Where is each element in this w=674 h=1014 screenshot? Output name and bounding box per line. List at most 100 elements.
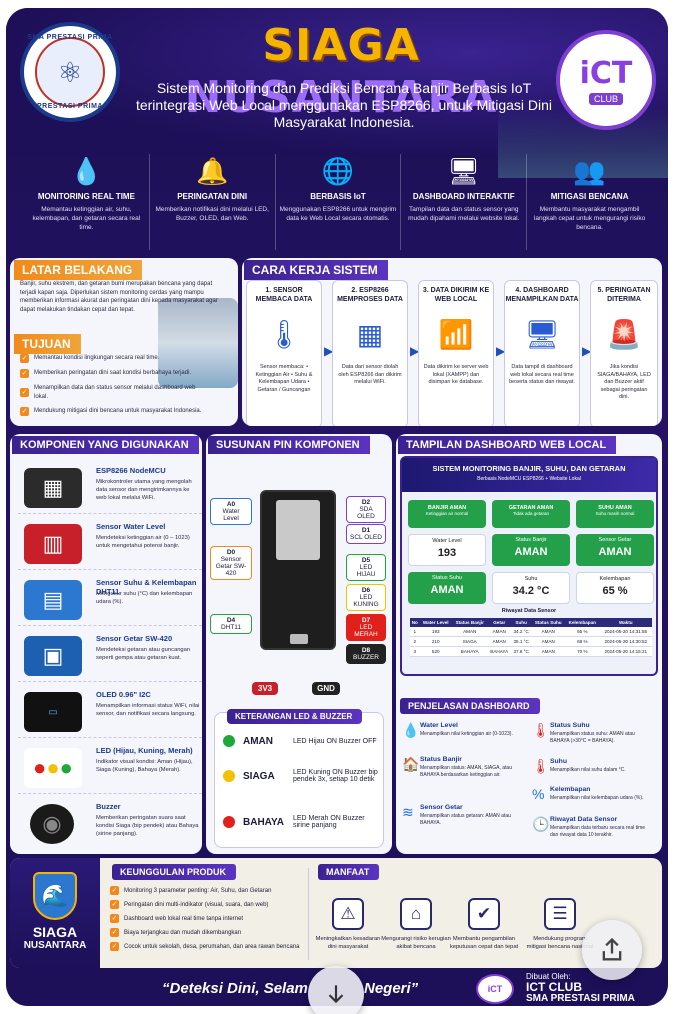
table-cell: 1 (410, 627, 420, 637)
water-level-sensor-icon: ▥ (24, 524, 82, 564)
expl-desc: Menampilkan nilai kelembapan udara (%). (550, 795, 644, 801)
step-title: 5. PERINGATAN DITERIMA (597, 287, 651, 303)
table-cell: SIAGA (451, 636, 488, 647)
step-card: 3. DATA DIKIRIM KE WEB LOCAL 📶 Data diki… (418, 280, 494, 426)
table-cell: 2024-05-20 14:30:52 (599, 636, 652, 647)
pin-function: DHT11 (220, 624, 242, 631)
check-icon: ✓ (110, 914, 119, 923)
table-cell: 65 % (565, 627, 600, 637)
header: SMA PRESTASI PRIMA ⚛ PRESTASI PRIMA SIAG… (6, 8, 668, 178)
footer-quote-left: “Deteksi Dini, Selam (162, 980, 308, 997)
pin-function: Water Level (222, 508, 240, 522)
water-drop-icon: 💧 (70, 156, 103, 186)
table-cell: 2 (410, 636, 420, 647)
history-title: Riwayat Data Sensor (501, 608, 557, 614)
check-icon: ✓ (20, 407, 29, 416)
oled-display-icon: ▭ (24, 692, 82, 732)
arrow-right-icon: ▶ (410, 344, 420, 358)
component-item: ▤ Sensor Suhu & Kelembapan DHT11 Menguku… (18, 574, 202, 626)
legend-state: AMAN (243, 735, 273, 747)
bell-icon: 🔔 (196, 156, 229, 186)
vibration-sensor-icon: ▣ (24, 636, 82, 676)
feature-item: 🌐 BERBASIS IoT Menggunakan ESP8266 untuk… (276, 154, 402, 250)
feature-item: 👥 MITIGASI BENCANA Membantu masyarakat m… (527, 154, 652, 250)
pin-function: BUZZER (353, 654, 379, 661)
siren-led-icon: 🚨 (606, 319, 642, 350)
step-title: 3. DATA DIKIRIM KE WEB LOCAL (422, 287, 490, 303)
feature-desc: Menggunakan ESP8266 untuk mengirim data … (279, 206, 397, 222)
scroll-down-button[interactable] (308, 966, 364, 1014)
table-cell: AMAN (487, 636, 511, 647)
table-cell: 2024-05-20 14:15:21 (599, 646, 652, 657)
led-legend-heading: KETERANGAN LED & BUZZER (227, 709, 363, 724)
dashboard-app-subtitle: Berbasis NodeMCU ESP8266 + Website Lokal (477, 476, 581, 482)
table-header-cell: Kelembapan (565, 618, 600, 627)
ict-logo-text: iCT (579, 55, 633, 91)
feature-title: MITIGASI BENCANA (550, 192, 629, 201)
made-by-org: ICT CLUB (526, 980, 582, 994)
list-item: ✓Memberikan peringatan dini saat kondisi… (20, 369, 210, 378)
divider (308, 868, 309, 960)
table-cell: 34.2 °C (510, 627, 532, 637)
component-name: Sensor Suhu & Kelembapan DHT11 (96, 578, 197, 596)
legend-row: BAHAYA LED Merah ON Buzzer sirine panjan… (223, 815, 383, 829)
green-dot-icon (223, 735, 235, 747)
dashboard-monitor-icon: 🖥 (524, 319, 560, 350)
value-tile-label: Suhu (524, 576, 538, 582)
table-cell: AMAN (487, 627, 511, 637)
page-title: SIAGA NUSANTARA (126, 20, 556, 124)
table-cell: 70 % (565, 646, 600, 657)
shield-icon: 🌊 (33, 872, 77, 920)
table-header-cell: No (410, 618, 420, 627)
pin-function: LED KUNING (353, 594, 379, 608)
list-item: ✓Peringatan dini multi-indikator (visual… (110, 900, 310, 909)
poster: SMA PRESTASI PRIMA ⚛ PRESTASI PRIMA SIAG… (6, 8, 668, 1006)
step-desc: Jika kondisi SIAGA/BAHAYA, LED dan Buzze… (597, 364, 651, 400)
table-cell: 2024-05-20 14:31:55 (599, 627, 652, 637)
table-header-cell: Water Level (419, 618, 452, 627)
keunggulan-item: Peringatan dini multi-indikator (visual,… (124, 901, 269, 908)
component-name: ESP8266 NodeMCU (96, 466, 166, 475)
latar-belakang-text: Banjir, suhu ekstrem, dan getaran bumi m… (20, 281, 218, 313)
component-name: Sensor Getar SW-420 (96, 634, 173, 643)
tujuan-item: Memberikan peringatan dini saat kondisi … (34, 370, 192, 377)
component-item: ▥ Sensor Water Level Mendeteksi ketinggi… (18, 518, 202, 570)
legend-row: SIAGA LED Kuning ON Buzzer bip pendek 3x… (223, 769, 383, 783)
check-icon: ✓ (110, 886, 119, 895)
component-name: Sensor Water Level (96, 522, 166, 531)
house-icon: ⌂ (400, 898, 432, 930)
expl-name: Status Banjir (420, 756, 462, 763)
table-header-cell: Status Banjir (451, 618, 488, 627)
step-title: 4. DASHBOARD MENAMPILKAN DATA (505, 287, 579, 303)
list-item: ✓Biaya terjangkau dan mudah dikembangkan (110, 928, 310, 937)
pin-id: D4 (226, 617, 236, 624)
step-card: 2. ESP8266 MEMPROSES DATA ▦ Data dari se… (332, 280, 408, 426)
table-cell: AMAN (531, 636, 566, 647)
table-cell: AMAN (531, 646, 566, 657)
share-button[interactable] (582, 920, 642, 980)
check-icon: ✓ (20, 354, 29, 363)
value-tile-value: 65 % (602, 585, 628, 597)
pin-heading: SUSUNAN PIN KOMPONEN (208, 436, 370, 454)
cara-kerja-heading: CARA KERJA SISTEM (244, 260, 388, 280)
water-drop-icon: 💧 (402, 722, 420, 738)
table-header-cell: Status Suhu (531, 618, 566, 627)
value-tile-value: AMAN (598, 546, 632, 558)
legend-desc: LED Hijau ON Buzzer OFF (293, 737, 377, 745)
tujuan-heading: TUJUAN (14, 334, 81, 354)
pin-function: SCL OLED (350, 534, 382, 541)
school-logo: SMA PRESTASI PRIMA ⚛ PRESTASI PRIMA (20, 22, 120, 122)
feature-title: PERINGATAN DINI (177, 192, 248, 201)
feature-desc: Tampilan data dan status sensor yang mud… (408, 206, 520, 222)
list-item: ✓Monitoring 3 parameter penting: Air, Su… (110, 886, 310, 895)
keunggulan-item: Dashboard web lokal real time tanpa inte… (124, 915, 244, 922)
